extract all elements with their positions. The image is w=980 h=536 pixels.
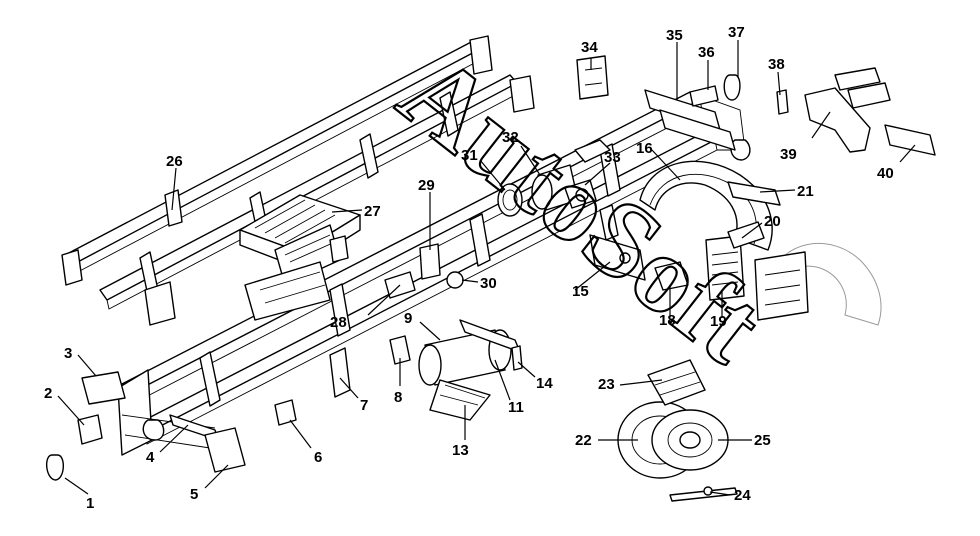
callout-32: 32 — [502, 129, 519, 146]
callout-2: 2 — [44, 385, 52, 402]
callout-27: 27 — [364, 203, 381, 220]
callout-14: 14 — [536, 375, 553, 392]
callout-40: 40 — [877, 165, 894, 182]
rear-parts-group — [576, 55, 936, 156]
callout-20: 20 — [764, 213, 781, 230]
callout-37: 37 — [728, 24, 745, 41]
callout-11: 11 — [508, 399, 524, 416]
ring-clamp — [446, 271, 464, 289]
callout-labels: 1 2 3 4 5 6 7 8 9 11 13 14 15 16 18 19 2… — [44, 24, 894, 512]
callout-24: 24 — [734, 487, 751, 504]
callout-18: 18 — [659, 312, 676, 329]
callout-7: 7 — [360, 397, 368, 414]
callout-28: 28 — [330, 314, 347, 331]
callout-21: 21 — [797, 183, 814, 200]
callout-22: 22 — [575, 432, 592, 449]
front-parts-group — [46, 371, 297, 481]
callout-4: 4 — [146, 449, 155, 466]
callout-19: 19 — [710, 313, 727, 330]
callout-1: 1 — [86, 495, 94, 512]
callout-34: 34 — [581, 39, 598, 56]
mud-flap — [705, 235, 745, 301]
callout-6: 6 — [314, 449, 322, 466]
callout-23: 23 — [598, 376, 615, 393]
callout-33: 33 — [604, 149, 621, 166]
callout-9: 9 — [404, 310, 412, 327]
callout-15: 15 — [572, 283, 589, 300]
callout-31: 31 — [461, 147, 478, 164]
mudguard-bracket — [589, 204, 646, 281]
callout-30: 30 — [480, 275, 497, 292]
callout-35: 35 — [666, 27, 683, 44]
bracket-plate — [654, 261, 689, 291]
callout-38: 38 — [768, 56, 785, 73]
callout-3: 3 — [64, 345, 72, 362]
frame-bracket-7 — [329, 347, 351, 398]
hanger-bracket — [419, 243, 441, 280]
callout-13: 13 — [452, 442, 469, 459]
battery-box — [239, 194, 361, 321]
fuel-filter-group — [497, 139, 611, 217]
callout-16: 16 — [636, 140, 653, 157]
fifth-wheel-assembly — [617, 359, 738, 502]
frame-bracket-8 — [389, 335, 411, 365]
callout-36: 36 — [698, 44, 715, 61]
leader-lines — [57, 40, 916, 496]
callout-25: 25 — [754, 432, 771, 449]
callout-29: 29 — [418, 177, 435, 194]
long-bracket — [727, 181, 781, 206]
callout-5: 5 — [190, 486, 198, 503]
chassis-frame — [117, 91, 751, 456]
callout-39: 39 — [780, 146, 797, 163]
callout-8: 8 — [394, 389, 402, 406]
air-tank-group — [418, 319, 523, 421]
callout-26: 26 — [166, 153, 183, 170]
